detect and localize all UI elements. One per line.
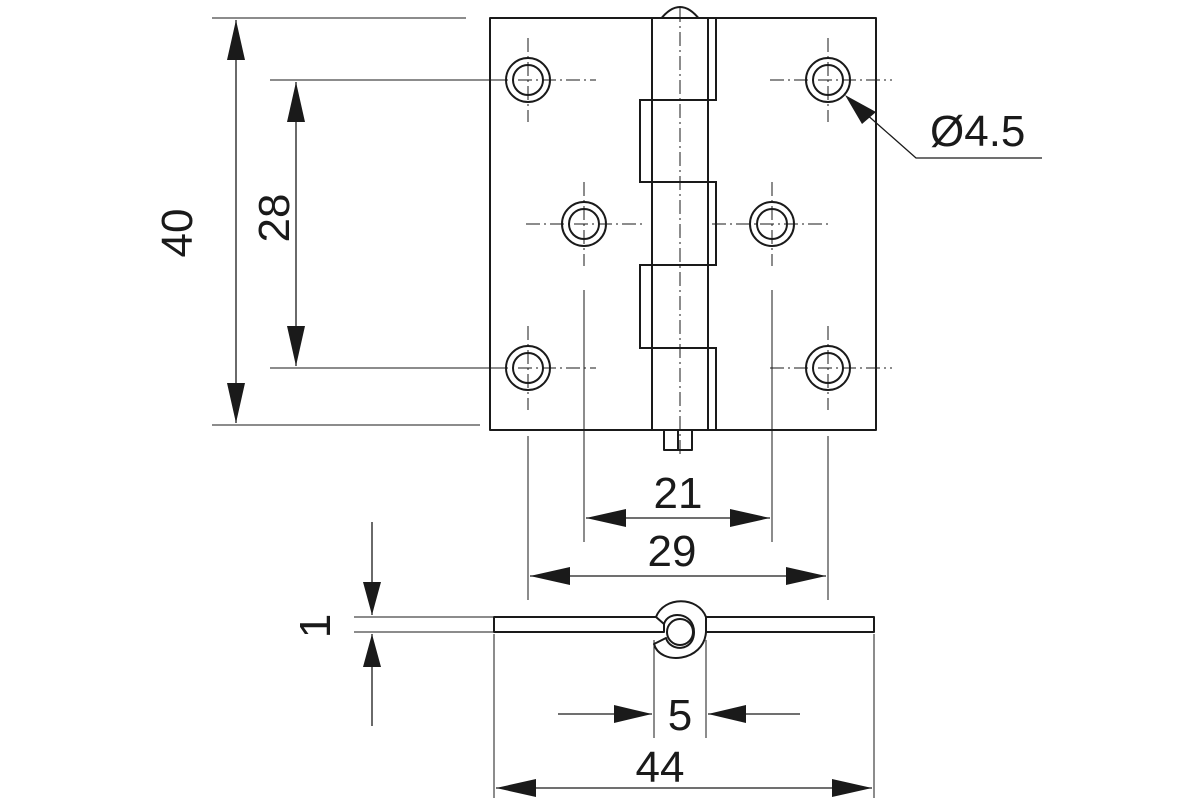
dimension-leaf-thickness: 1	[291, 522, 494, 726]
dimension-label-diameter: Ø4.5	[930, 107, 1025, 156]
hinge-side-view	[493, 600, 875, 659]
dimension-label-40: 40	[153, 209, 202, 258]
hinge-front-view	[470, 6, 892, 458]
dimension-hole-spacing-vertical: 28	[250, 79, 500, 369]
dimension-label-28: 28	[250, 194, 299, 243]
dimension-height-overall: 40	[153, 17, 480, 426]
dimension-label-21: 21	[654, 469, 703, 518]
side-pin	[666, 618, 694, 646]
dimension-label-29: 29	[648, 527, 697, 576]
dimension-label-5: 5	[668, 691, 692, 740]
dimension-knuckle-diameter: 5	[558, 640, 800, 740]
hole-centerlines	[470, 38, 892, 410]
dimension-label-1: 1	[291, 614, 340, 638]
dimension-outer-hole-spacing: 29	[527, 436, 829, 600]
dimension-width-overall: 44	[493, 634, 875, 798]
side-right-leaf	[701, 616, 875, 633]
dimension-inner-hole-spacing: 21	[583, 290, 773, 542]
dimension-label-44: 44	[636, 743, 685, 792]
dimension-hole-diameter: Ø4.5	[845, 95, 1042, 159]
side-left-leaf	[493, 616, 665, 633]
